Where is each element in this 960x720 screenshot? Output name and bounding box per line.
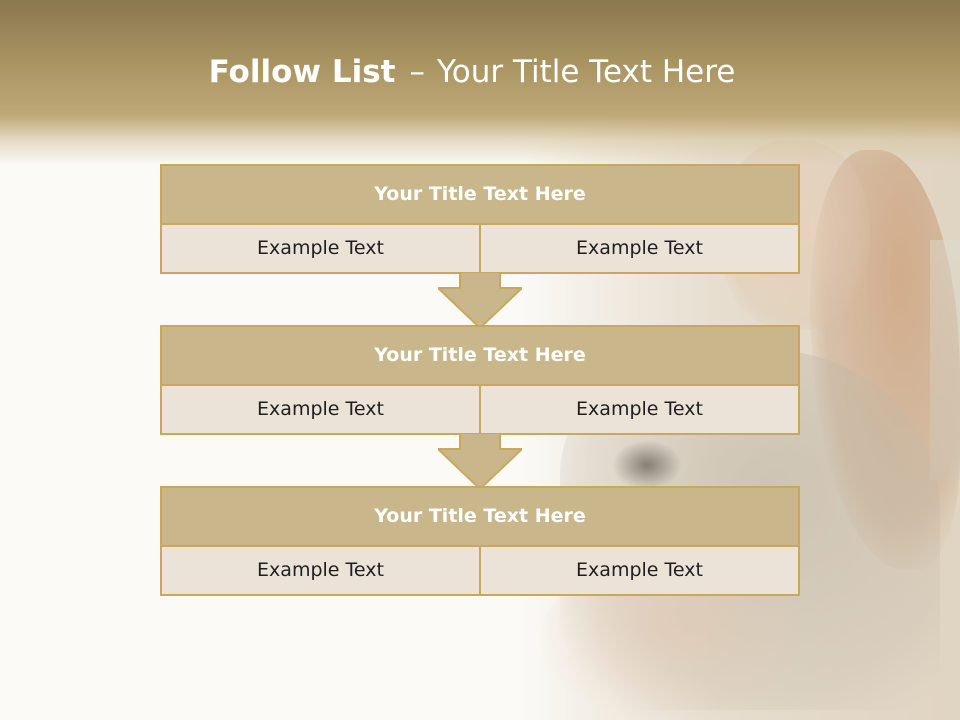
block-cell-left: Example Text (162, 225, 479, 272)
block-title: Your Title Text Here (162, 327, 798, 384)
list-block-2: Your Title Text Here Example Text Exampl… (160, 325, 800, 435)
block-row: Example Text Example Text (162, 223, 798, 272)
block-cell-left: Example Text (162, 547, 479, 594)
block-row: Example Text Example Text (162, 384, 798, 433)
header-band (0, 0, 960, 165)
list-block-1: Your Title Text Here Example Text Exampl… (160, 164, 800, 274)
block-cell-right: Example Text (479, 386, 798, 433)
block-title: Your Title Text Here (162, 166, 798, 223)
down-arrow-icon (438, 433, 522, 489)
photo-window-pane (930, 240, 960, 480)
title-separator: – (409, 54, 425, 90)
title-rest: Your Title Text Here (436, 54, 736, 90)
block-cell-right: Example Text (479, 225, 798, 272)
block-title: Your Title Text Here (162, 488, 798, 545)
photo-cuff (612, 440, 682, 490)
down-arrow-icon (438, 272, 522, 328)
list-block-3: Your Title Text Here Example Text Exampl… (160, 486, 800, 596)
block-cell-left: Example Text (162, 386, 479, 433)
block-cell-right: Example Text (479, 547, 798, 594)
block-row: Example Text Example Text (162, 545, 798, 594)
title-bold: Follow List (208, 54, 396, 90)
slide-title: Follow List–Your Title Text Here (0, 54, 944, 90)
